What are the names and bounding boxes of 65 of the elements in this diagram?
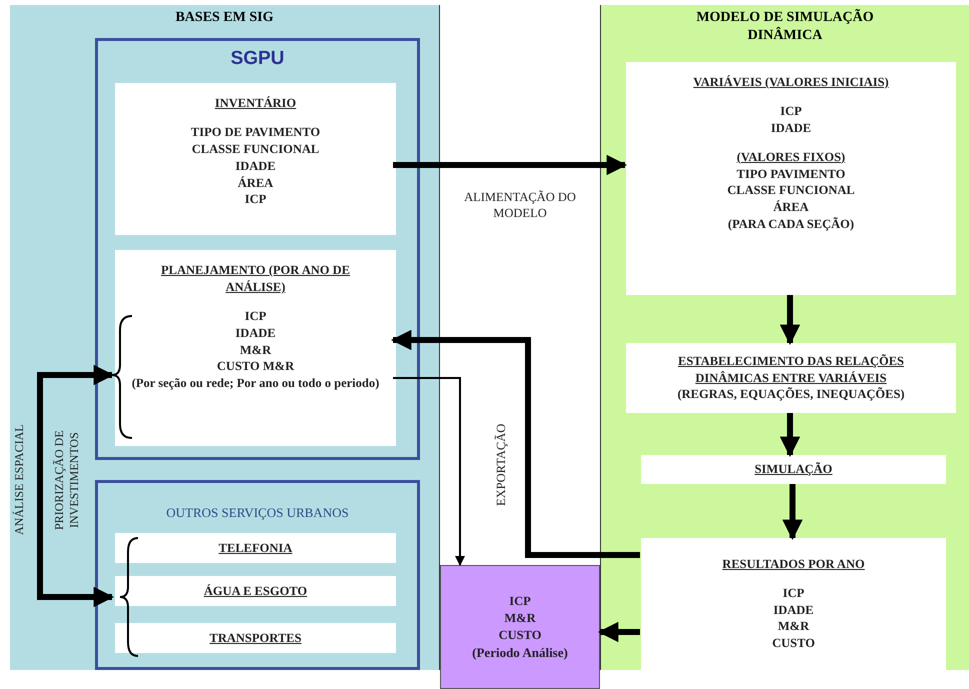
text: CUSTO [772,635,815,652]
text: M&R [240,342,272,358]
text: CLASSE FUNCIONAL [727,182,855,200]
arrow [37,364,114,608]
section-heading: ESTABELECIMENTO DAS RELAÇÕES DINÂMICAS ENTRE VARIÁVEIS [677,352,905,386]
text: M&R [778,618,810,636]
section-heading: VARIÁVEIS (VALORES INICIAIS) [693,74,889,91]
frame-title: SGPU [230,47,284,71]
arrow [780,413,800,458]
info-box [641,538,946,670]
info-box [641,455,946,484]
output-box [440,565,600,689]
text: (Por seção ou rede; Por ano ou todo o periodo) [132,375,380,392]
panel-title: BASES EM SIG [175,9,274,26]
text: CUSTO M&R [216,358,294,376]
text: CUSTO [498,626,542,644]
section-heading: PLANEJAMENTO (POR ANO DE ANÁLISE) [160,262,351,296]
text: (Periodo Análise) [472,644,568,662]
text: ICP [782,584,804,602]
section-heading: ÁGUA E ESGOTO [204,582,308,600]
arrow [780,295,800,346]
text: IDADE [773,602,814,618]
info-box [115,533,396,563]
panel [600,5,969,670]
text: CLASSE FUNCIONAL [192,140,320,158]
arrow [390,330,640,558]
arrow [393,377,465,566]
text: M&R [504,610,536,627]
text: IDADE [235,158,276,174]
section-heading: TELEFONIA [218,540,292,556]
info-box [115,623,396,653]
section-heading: INVENTÁRIO [214,95,296,112]
arrow [393,154,628,176]
text: TIPO PAVIMENTO [736,166,846,182]
info-box [115,83,396,235]
vertical-label: PRIORIZAÇÃO DE INVESTIMENTOS [52,429,82,532]
text: IDADE [770,120,812,137]
info-box [626,343,956,413]
text: IDADE [235,324,276,342]
text: ICP [780,102,802,120]
text: TIPO DE PAVIMENTO [190,124,320,141]
section-heading: (VALORES FIXOS) [736,148,846,166]
text: ICP [244,308,266,325]
text: (PARA CADA SEÇÃO) [728,216,854,233]
text: (REGRAS, EQUAÇÕES, INEQUAÇÕES) [677,386,905,404]
panel-title: MODELO DE SIMULAÇÃO DINÂMICA [695,8,875,44]
vertical-label: ANÁLISE ESPACIAL [12,424,27,538]
arrow [782,484,803,540]
annotation-text: ALIMENTAÇÃO DO MODELO [463,190,577,222]
info-box [115,576,396,606]
panel [10,5,440,670]
text: ÁREA [773,199,809,216]
text: ICP [244,191,266,208]
section-heading: TRANSPORTES [210,630,302,646]
section-heading: SIMULAÇÃO [754,461,832,478]
system-frame [95,38,420,460]
section-heading: RESULTADOS POR ANO [722,556,865,573]
text: ICP [509,592,531,610]
text: ÁREA [238,174,274,192]
vertical-label: EXPORTAÇÃO [494,422,509,508]
frame-title: OUTROS SERVIÇOS URBANOS [166,504,349,522]
services-frame [95,480,420,670]
info-box [115,250,396,446]
info-box [626,62,956,295]
arrow [598,622,640,642]
